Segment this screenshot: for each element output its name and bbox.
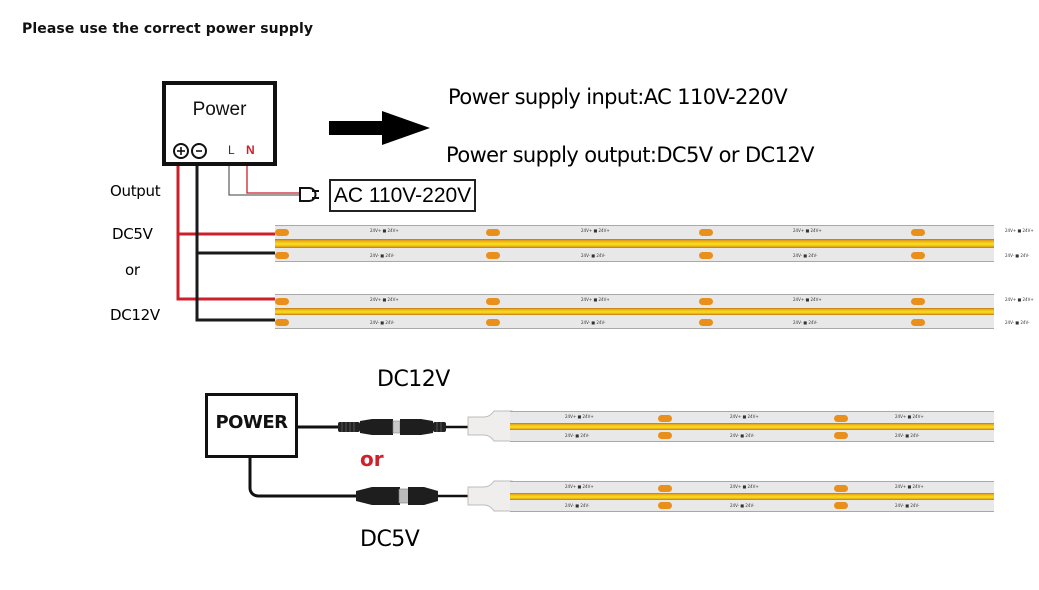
or-label-red: or (360, 447, 384, 471)
dc5v-label: DC5V (112, 225, 153, 243)
power-adapter-box: POWER (205, 393, 298, 458)
strip-marking: 24V- ■ 24V- (895, 503, 920, 508)
strip-marking: 24V+ ■ 24V+ (565, 414, 594, 419)
led-strip-3: 24V+ ■ 24V+ 24V- ■ 24V- 24V+ ■ 24V+ 24V- ■ … (510, 411, 994, 442)
solder-pad (486, 298, 500, 305)
ac-input-label: AC 110V-220V (329, 179, 476, 212)
led-strip-4: 24V+ ■ 24V+ 24V- ■ 24V- 24V+ ■ 24V+ 24V- ■ … (510, 481, 994, 512)
solder-pad (911, 319, 925, 326)
solder-pad (486, 319, 500, 326)
solder-pad (275, 298, 289, 305)
power-adapter-label: POWER (215, 412, 288, 433)
plug-icon (299, 187, 319, 202)
solder-pad (911, 298, 925, 305)
line-wire (228, 164, 300, 196)
solder-pad (486, 252, 500, 259)
strip-marking: 24V+ ■ 24V+ (581, 228, 610, 233)
terminal-n: N (246, 143, 255, 157)
solder-pad (911, 252, 925, 259)
strip-marking: 24V- ■ 24V- (370, 253, 395, 258)
solder-pad (486, 229, 500, 236)
solder-pad (658, 415, 672, 422)
dc5v-connector-label: DC5V (360, 527, 420, 552)
solder-pad (699, 252, 713, 259)
output-label: Output (110, 182, 161, 200)
strip-marking: 24V- ■ 24V- (895, 433, 920, 438)
solder-pad (834, 502, 848, 509)
solder-pad (658, 502, 672, 509)
strip-marking: 24V+ ■ 24V+ (730, 414, 759, 419)
solder-pad (658, 485, 672, 492)
page-heading: Please use the correct power supply (22, 21, 314, 37)
strip-marking: 24V- ■ 24V- (793, 320, 818, 325)
strip-marking: 24V- ■ 24V- (793, 253, 818, 258)
solder-pad (658, 432, 672, 439)
led-strip-2: 24V+ ■ 24V+ 24V- ■ 24V- 24V+ ■ 24V+ 24V- ■ … (275, 294, 1034, 329)
strip-marking: 24V+ ■ 24V+ (895, 414, 924, 419)
strip-marking: 24V+ ■ 24V+ (793, 228, 822, 233)
negative-wire (195, 160, 276, 322)
strip-marking: 24V- ■ 24V- (1005, 253, 1030, 258)
strip-marking: 24V- ■ 24V- (565, 433, 590, 438)
strip-marking: 24V+ ■ 24V+ (730, 484, 759, 489)
solder-pad (834, 432, 848, 439)
or-label: or (125, 261, 140, 279)
strip-end-cap-2 (467, 480, 513, 512)
terminal-l: L (228, 143, 235, 157)
led-light-band (275, 239, 994, 248)
strip-marking: 24V- ■ 24V- (370, 320, 395, 325)
strip-marking: 24V+ ■ 24V+ (793, 297, 822, 302)
strip-marking: 24V+ ■ 24V+ (581, 297, 610, 302)
negative-terminal-icon (191, 143, 207, 159)
led-light-band (275, 307, 994, 316)
strip-marking: 24V+ ■ 24V+ (565, 484, 594, 489)
strip-marking: 24V- ■ 24V- (730, 433, 755, 438)
strip-marking: 24V+ ■ 24V+ (370, 228, 399, 233)
strip-marking: 24V+ ■ 24V+ (370, 297, 399, 302)
solder-pad (275, 229, 289, 236)
terminal-icons (173, 143, 207, 159)
strip-marking: 24V- ■ 24V- (581, 320, 606, 325)
strip-marking: 24V- ■ 24V- (1005, 320, 1030, 325)
solder-pad (275, 319, 289, 326)
solder-pad (911, 229, 925, 236)
solder-pad (834, 485, 848, 492)
dc12v-connector-label: DC12V (377, 367, 450, 392)
input-spec-text: Power supply input:AC 110V-220V (448, 85, 788, 109)
solder-pad (275, 252, 289, 259)
output-spec-text: Power supply output:DC5V or DC12V (446, 143, 814, 167)
solder-pad (699, 319, 713, 326)
dc12v-label: DC12V (110, 306, 160, 324)
strip-marking: 24V- ■ 24V- (730, 503, 755, 508)
led-light-band (510, 493, 994, 500)
neutral-wire (246, 164, 300, 194)
arrow-right-icon (329, 111, 430, 145)
strip-marking: 24V- ■ 24V- (581, 253, 606, 258)
solder-pad (699, 229, 713, 236)
power-supply-box: Power L N (162, 81, 277, 166)
strip-marking: 24V+ ■ 24V+ (895, 484, 924, 489)
positive-wire (176, 160, 276, 301)
led-strip-1: 24V+ ■ 24V+ 24V- ■ 24V- 24V+ ■ 24V+ 24V- ■ … (275, 225, 1034, 262)
solder-pad (834, 415, 848, 422)
dc-barrel-connector-icon (338, 419, 446, 435)
strip-marking: 24V+ ■ 24V+ (1005, 297, 1034, 302)
solder-pad (699, 298, 713, 305)
strip-end-cap-1 (467, 410, 513, 442)
power-box-label: Power (192, 99, 247, 120)
strip-marking: 24V+ ■ 24V+ (1005, 228, 1034, 233)
strip-marking: 24V- ■ 24V- (565, 503, 590, 508)
usb-connector-icon (356, 487, 438, 505)
led-light-band (510, 423, 994, 430)
positive-terminal-icon (173, 143, 189, 159)
